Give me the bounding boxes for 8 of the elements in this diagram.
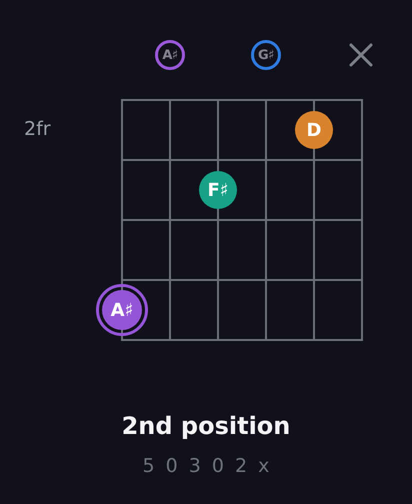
note-dot: D (295, 111, 333, 149)
fret-number-label: 2fr (24, 118, 51, 140)
open-string-ring: G♯ (251, 40, 281, 70)
open-string-ring: A♯ (155, 40, 185, 70)
chord-position-title: 2nd position (120, 412, 292, 440)
note-dot: F♯ (199, 171, 237, 209)
root-note-dot: A♯ (96, 284, 148, 336)
string-fret-numbers: 5 0 3 0 2 x (142, 455, 273, 477)
